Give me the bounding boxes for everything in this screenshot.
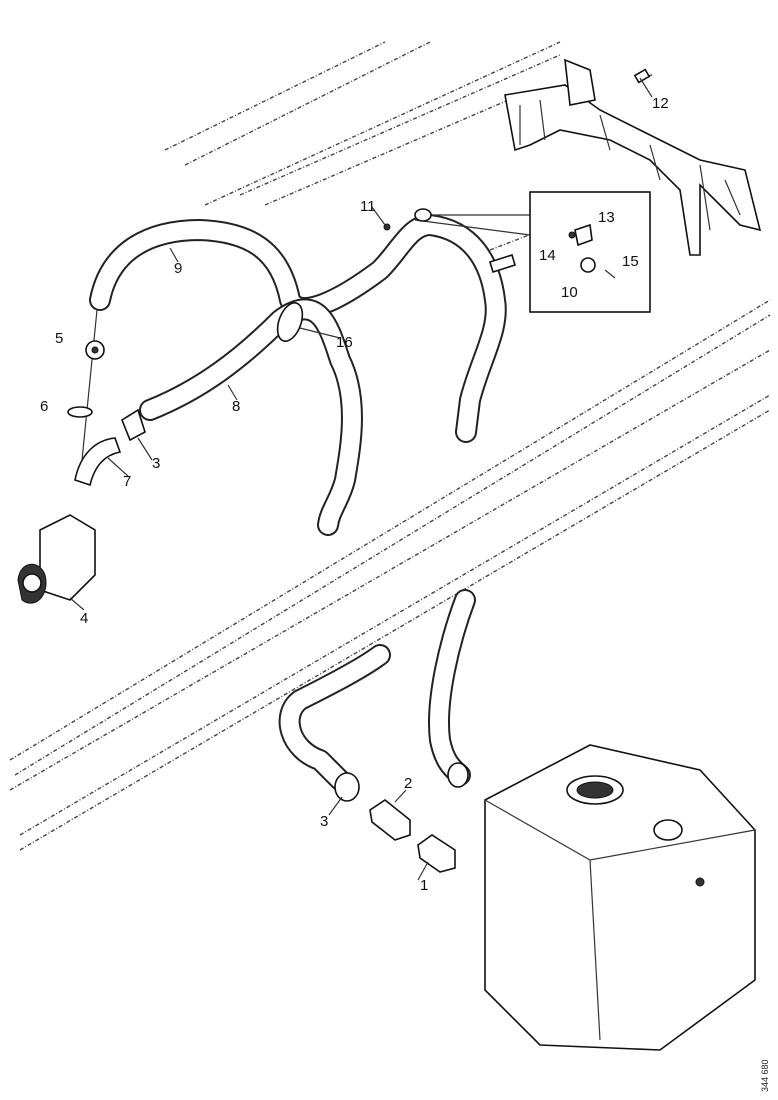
figure-reference: 344 680 bbox=[760, 1059, 770, 1092]
part-10-grommet bbox=[580, 257, 596, 273]
washer-tank bbox=[484, 744, 756, 1051]
callout-6: 6 bbox=[40, 398, 48, 415]
callout-13: 13 bbox=[598, 209, 615, 226]
part-13-clip bbox=[574, 223, 593, 247]
detail-inset bbox=[383, 191, 651, 313]
part-4-pump bbox=[39, 514, 96, 601]
callout-3-lower: 3 bbox=[320, 813, 328, 830]
callout-8: 8 bbox=[232, 398, 240, 415]
frame-bracket bbox=[504, 58, 762, 256]
callout-12: 12 bbox=[652, 95, 669, 112]
part-7-elbow bbox=[74, 437, 122, 487]
leader-lines bbox=[69, 77, 653, 881]
lower-hoses bbox=[278, 589, 476, 791]
hose-9 bbox=[89, 214, 507, 443]
part-1-fitting bbox=[417, 834, 456, 873]
small-parts-left bbox=[17, 309, 146, 604]
callout-15: 15 bbox=[622, 253, 639, 270]
clamp-16 bbox=[276, 302, 304, 342]
part-2-coupling bbox=[369, 799, 411, 841]
callout-11: 11 bbox=[360, 198, 376, 215]
part-11-washer bbox=[383, 223, 391, 231]
part-14-pin bbox=[568, 231, 576, 239]
callout-4: 4 bbox=[80, 610, 88, 627]
part-3-clamp bbox=[121, 408, 146, 442]
chassis-rails bbox=[9, 41, 771, 851]
callout-5: 5 bbox=[55, 330, 63, 347]
callout-9: 9 bbox=[174, 260, 182, 277]
part-3-lower-clamp bbox=[334, 772, 360, 802]
callout-3-upper: 3 bbox=[152, 455, 160, 472]
callout-10: 10 bbox=[561, 284, 578, 301]
callout-7: 7 bbox=[123, 473, 131, 490]
part-6-clip bbox=[67, 406, 93, 418]
callout-16: 16 bbox=[336, 334, 353, 351]
hose-8 bbox=[139, 298, 363, 536]
part-15-screw bbox=[604, 269, 616, 279]
callout-1: 1 bbox=[420, 877, 428, 894]
lower-fittings bbox=[334, 762, 469, 873]
callout-2: 2 bbox=[404, 775, 412, 792]
callout-14: 14 bbox=[539, 247, 556, 264]
